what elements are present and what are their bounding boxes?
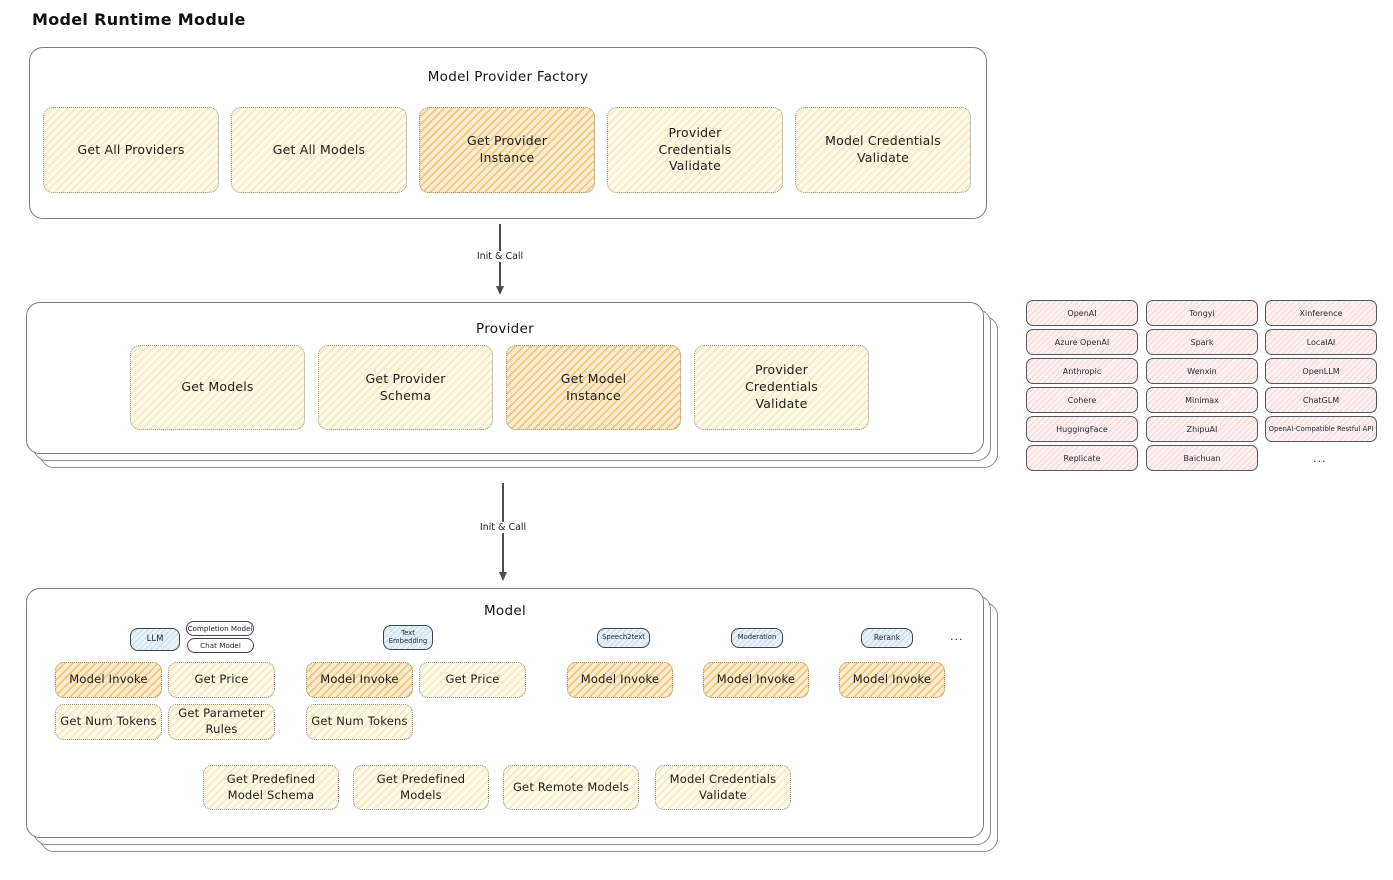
speech2text-badge[interactable]: Speech2text xyxy=(597,628,650,648)
llm-model-invoke-button[interactable]: Model Invoke xyxy=(55,662,162,698)
provider-credentials-validate-button[interactable]: Provider Credentials Validate xyxy=(607,107,783,193)
get-provider-schema-button[interactable]: Get Provider Schema xyxy=(318,345,493,430)
get-predefined-model-schema-button[interactable]: Get Predefined Model Schema xyxy=(203,765,339,810)
embedding-get-price-button[interactable]: Get Price xyxy=(419,662,526,698)
provider-chip-minimax[interactable]: Minimax xyxy=(1146,387,1258,413)
get-all-providers-button[interactable]: Get All Providers xyxy=(43,107,219,193)
provider-chip-azure-openai[interactable]: Azure OpenAI xyxy=(1026,329,1138,355)
provider-chip-localai[interactable]: LocalAI xyxy=(1265,329,1377,355)
llm-badge[interactable]: LLM xyxy=(130,628,180,651)
provider-chip-tongyi[interactable]: Tongyi xyxy=(1146,300,1258,326)
arrow-head-icon-2 xyxy=(498,572,507,581)
provider-chip-openai-compatible[interactable]: OpenAI-Compatible Restful API xyxy=(1265,416,1377,442)
completion-model-badge[interactable]: Completion Model xyxy=(186,621,254,636)
moderation-model-invoke-button[interactable]: Model Invoke xyxy=(703,662,809,698)
llm-get-parameter-rules-button[interactable]: Get Parameter Rules xyxy=(168,704,275,740)
get-all-models-button[interactable]: Get All Models xyxy=(231,107,407,193)
chat-model-badge[interactable]: Chat Model xyxy=(187,638,254,653)
provider-chip-zhipuai[interactable]: ZhipuAI xyxy=(1146,416,1258,442)
provider-credentials-validate-button-2[interactable]: Provider Credentials Validate xyxy=(694,345,869,430)
init-call-label-1: Init & Call xyxy=(471,251,529,262)
model-badges-ellipsis: ... xyxy=(950,630,964,643)
provider-chip-wenxin[interactable]: Wenxin xyxy=(1146,358,1258,384)
get-predefined-models-button[interactable]: Get Predefined Models xyxy=(353,765,489,810)
provider-chip-xinference[interactable]: Xinference xyxy=(1265,300,1377,326)
get-model-instance-button[interactable]: Get Model Instance xyxy=(506,345,681,430)
init-call-label-2: Init & Call xyxy=(474,522,532,533)
arrow-head-icon xyxy=(495,286,504,295)
llm-get-price-button[interactable]: Get Price xyxy=(168,662,275,698)
provider-chip-cohere[interactable]: Cohere xyxy=(1026,387,1138,413)
model-credentials-validate-button-2[interactable]: Model Credentials Validate xyxy=(655,765,791,810)
get-models-button[interactable]: Get Models xyxy=(130,345,305,430)
provider-list-ellipsis: ... xyxy=(1313,452,1327,465)
moderation-badge[interactable]: Moderation xyxy=(731,628,783,648)
llm-get-num-tokens-button[interactable]: Get Num Tokens xyxy=(55,704,162,740)
page-title: Model Runtime Module xyxy=(32,10,246,29)
embedding-get-num-tokens-button[interactable]: Get Num Tokens xyxy=(306,704,413,740)
provider-chip-replicate[interactable]: Replicate xyxy=(1026,445,1138,471)
provider-chip-anthropic[interactable]: Anthropic xyxy=(1026,358,1138,384)
rerank-model-invoke-button[interactable]: Model Invoke xyxy=(839,662,945,698)
provider-chip-spark[interactable]: Spark xyxy=(1146,329,1258,355)
provider-chip-huggingface[interactable]: HuggingFace xyxy=(1026,416,1138,442)
model-title: Model xyxy=(483,603,527,619)
provider-chip-chatglm[interactable]: ChatGLM xyxy=(1265,387,1377,413)
text-embedding-badge[interactable]: Text Embedding xyxy=(383,625,433,650)
provider-title: Provider xyxy=(476,321,534,337)
embedding-model-invoke-button[interactable]: Model Invoke xyxy=(306,662,413,698)
provider-chip-openllm[interactable]: OpenLLM xyxy=(1265,358,1377,384)
get-remote-models-button[interactable]: Get Remote Models xyxy=(503,765,639,810)
speech2text-model-invoke-button[interactable]: Model Invoke xyxy=(567,662,673,698)
model-credentials-validate-button[interactable]: Model Credentials Validate xyxy=(795,107,971,193)
rerank-badge[interactable]: Rerank xyxy=(861,628,913,648)
get-provider-instance-button[interactable]: Get Provider Instance xyxy=(419,107,595,193)
provider-chip-baichuan[interactable]: Baichuan xyxy=(1146,445,1258,471)
provider-chip-openai[interactable]: OpenAI xyxy=(1026,300,1138,326)
factory-title: Model Provider Factory xyxy=(427,69,589,85)
